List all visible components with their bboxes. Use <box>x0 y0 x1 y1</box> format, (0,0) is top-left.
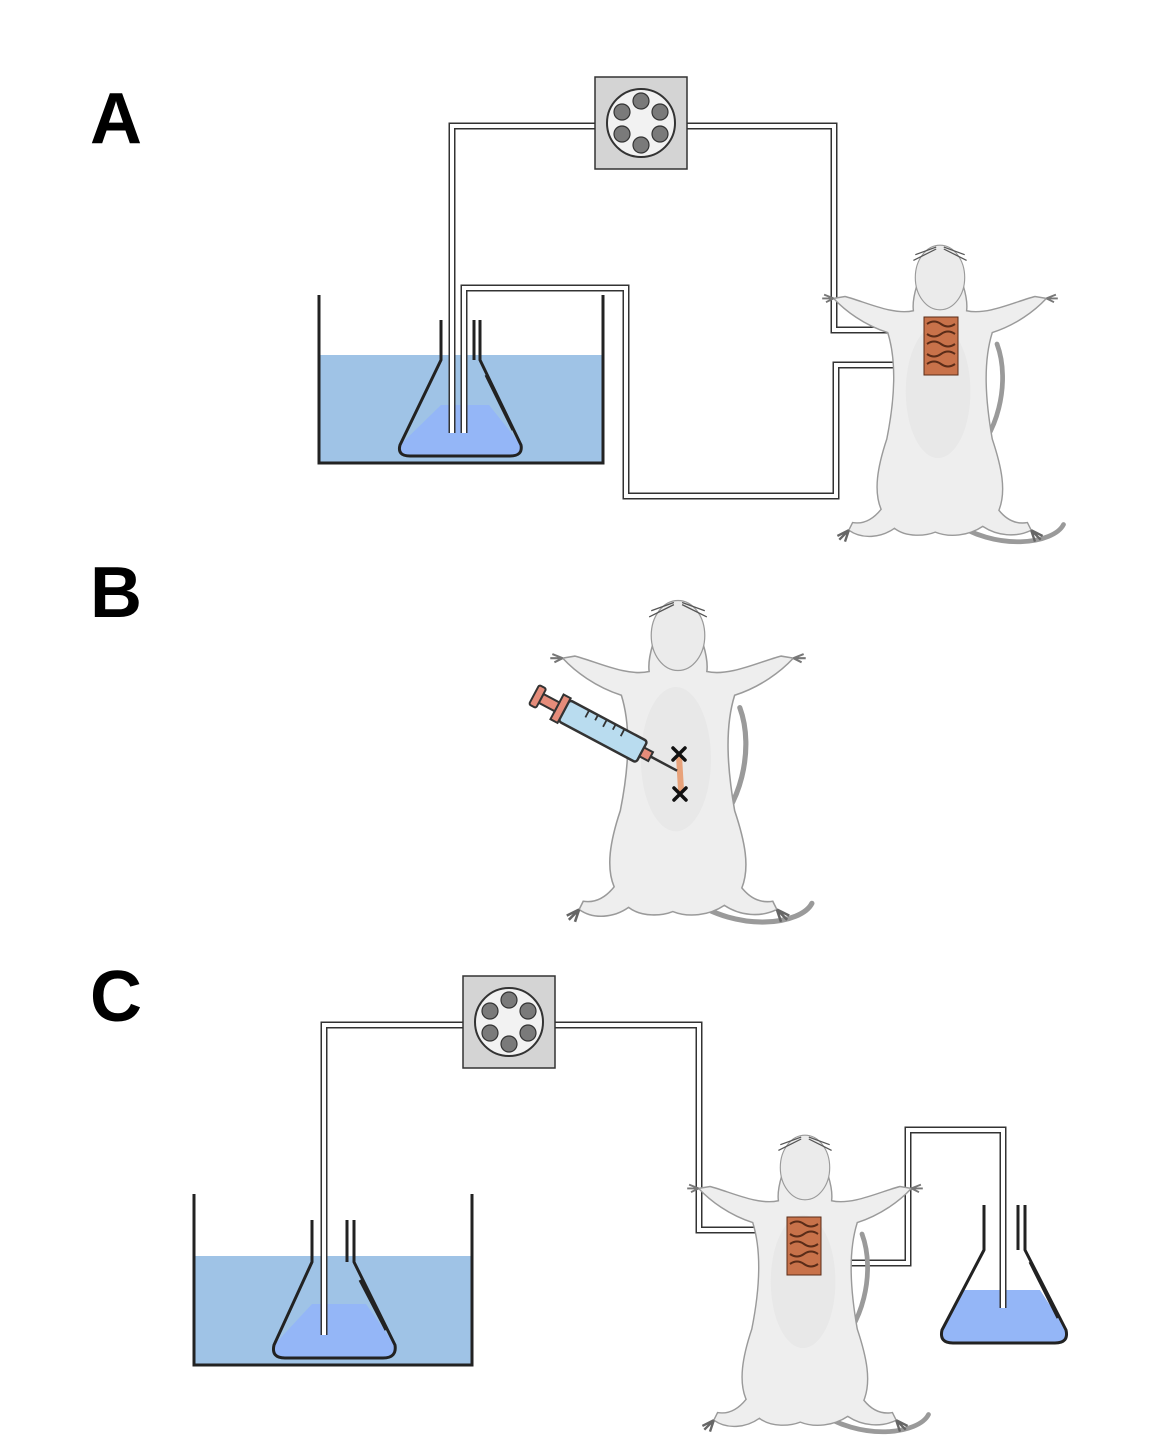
panel-label-b: B <box>90 553 142 633</box>
panel-label-a: A <box>90 79 142 159</box>
peristaltic-pump-icon <box>462 975 556 1069</box>
panel-c: C <box>90 957 1068 1432</box>
panel-b: B <box>90 553 812 922</box>
erlenmeyer-flask-icon <box>272 1220 397 1360</box>
ligature-mark-icon <box>672 786 688 802</box>
erlenmeyer-flask-icon <box>940 1205 1068 1345</box>
rat-icon <box>687 1135 928 1432</box>
syringe-icon <box>528 684 678 772</box>
peristaltic-pump-icon <box>594 76 688 170</box>
intestine-segment-icon <box>786 1216 822 1276</box>
intestine-segment-icon <box>676 753 684 793</box>
panel-a: A <box>90 76 1064 542</box>
tubing-c <box>320 1021 1007 1335</box>
panel-label-c: C <box>90 957 142 1037</box>
ligature-mark-icon <box>671 746 687 762</box>
erlenmeyer-flask-icon <box>398 320 523 458</box>
intestine-segment-icon <box>923 316 959 376</box>
rat-icon <box>822 245 1063 542</box>
